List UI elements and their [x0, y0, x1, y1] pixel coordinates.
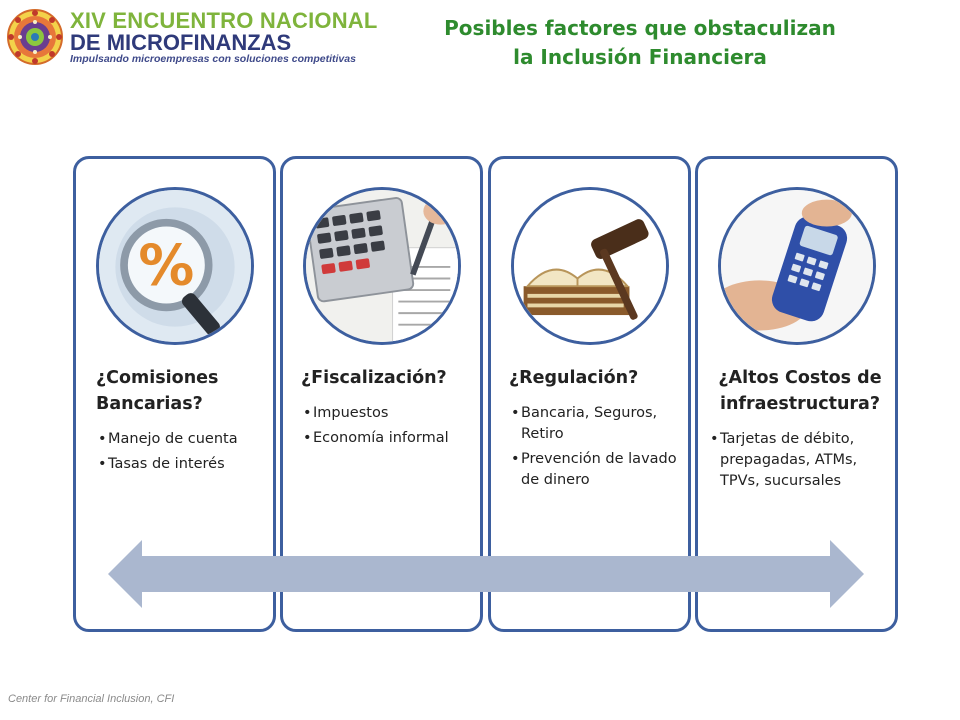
factor-card-fiscalizacion: ¿Fiscalización? Impuestos Economía infor… [280, 156, 483, 632]
logo-subtitle-prefix: DE [70, 30, 107, 55]
bullet-item: Tarjetas de débito, prepagadas, ATMs, TP… [708, 429, 892, 492]
bullet-item: Tasas de interés [96, 454, 266, 475]
card-heading: ¿Regulación? [509, 368, 639, 388]
card-terminal-icon [721, 190, 873, 342]
bullet-item: Prevención de lavado de dinero [509, 449, 685, 491]
card-text: ¿Regulación? Bancaria, Seguros, Retiro P… [509, 365, 685, 495]
percent-magnifier-icon: % [99, 190, 251, 342]
card-text: ¿Comisiones Bancarias? Manejo de cuenta … [96, 365, 266, 479]
card-heading: ¿Altos Costos de infraestructura? [718, 368, 882, 414]
card-bullet-list: Manejo de cuenta Tasas de interés [96, 429, 266, 475]
calculator-icon [306, 190, 458, 342]
svg-text:%: % [138, 233, 194, 298]
gavel-book-icon [514, 190, 666, 342]
factor-card-regulacion: ¿Regulación? Bancaria, Seguros, Retiro P… [488, 156, 691, 632]
bullet-item: Manejo de cuenta [96, 429, 266, 450]
factor-card-comisiones: % ¿Comisiones Bancarias? Manejo de cuent… [73, 156, 276, 632]
logo-tagline: Impulsando microempresas con soluciones … [70, 53, 356, 65]
card-heading: ¿Comisiones Bancarias? [96, 368, 219, 414]
card-bullet-list: Impuestos Economía informal [301, 403, 477, 449]
bullet-item: Bancaria, Seguros, Retiro [509, 403, 685, 445]
bullet-item: Economía informal [301, 428, 477, 449]
card-photo: % [96, 187, 254, 345]
logo-event-title: XIV ENCUENTRO NACIONAL [70, 8, 378, 33]
logo-event-subtitle: DE MICROFINANZAS [70, 30, 291, 56]
card-photo [303, 187, 461, 345]
double-arrow-icon [108, 540, 864, 608]
card-bullet-list: Bancaria, Seguros, Retiro Prevención de … [509, 403, 685, 491]
slide-title-line2: la Inclusión Financiera [513, 45, 767, 69]
card-bullet-list: Tarjetas de débito, prepagadas, ATMs, TP… [708, 429, 892, 492]
slide-title-line1: Posibles factores que obstaculizan [444, 16, 836, 40]
event-logo-emblem [6, 8, 64, 66]
slide-title: Posibles factores que obstaculizan la In… [380, 14, 900, 72]
card-text: ¿Fiscalización? Impuestos Economía infor… [301, 365, 477, 453]
double-arrow [108, 540, 864, 608]
card-text: ¿Altos Costos de infraestructura? Tarjet… [708, 365, 892, 496]
card-photo [718, 187, 876, 345]
logo-subtitle-main: MICROFINANZAS [106, 30, 292, 55]
factor-card-infraestructura: ¿Altos Costos de infraestructura? Tarjet… [695, 156, 898, 632]
mandala-logo-icon [7, 9, 63, 65]
card-heading: ¿Fiscalización? [301, 368, 447, 388]
bullet-item: Impuestos [301, 403, 477, 424]
source-credit: Center for Financial Inclusion, CFI [8, 693, 175, 705]
card-photo [511, 187, 669, 345]
